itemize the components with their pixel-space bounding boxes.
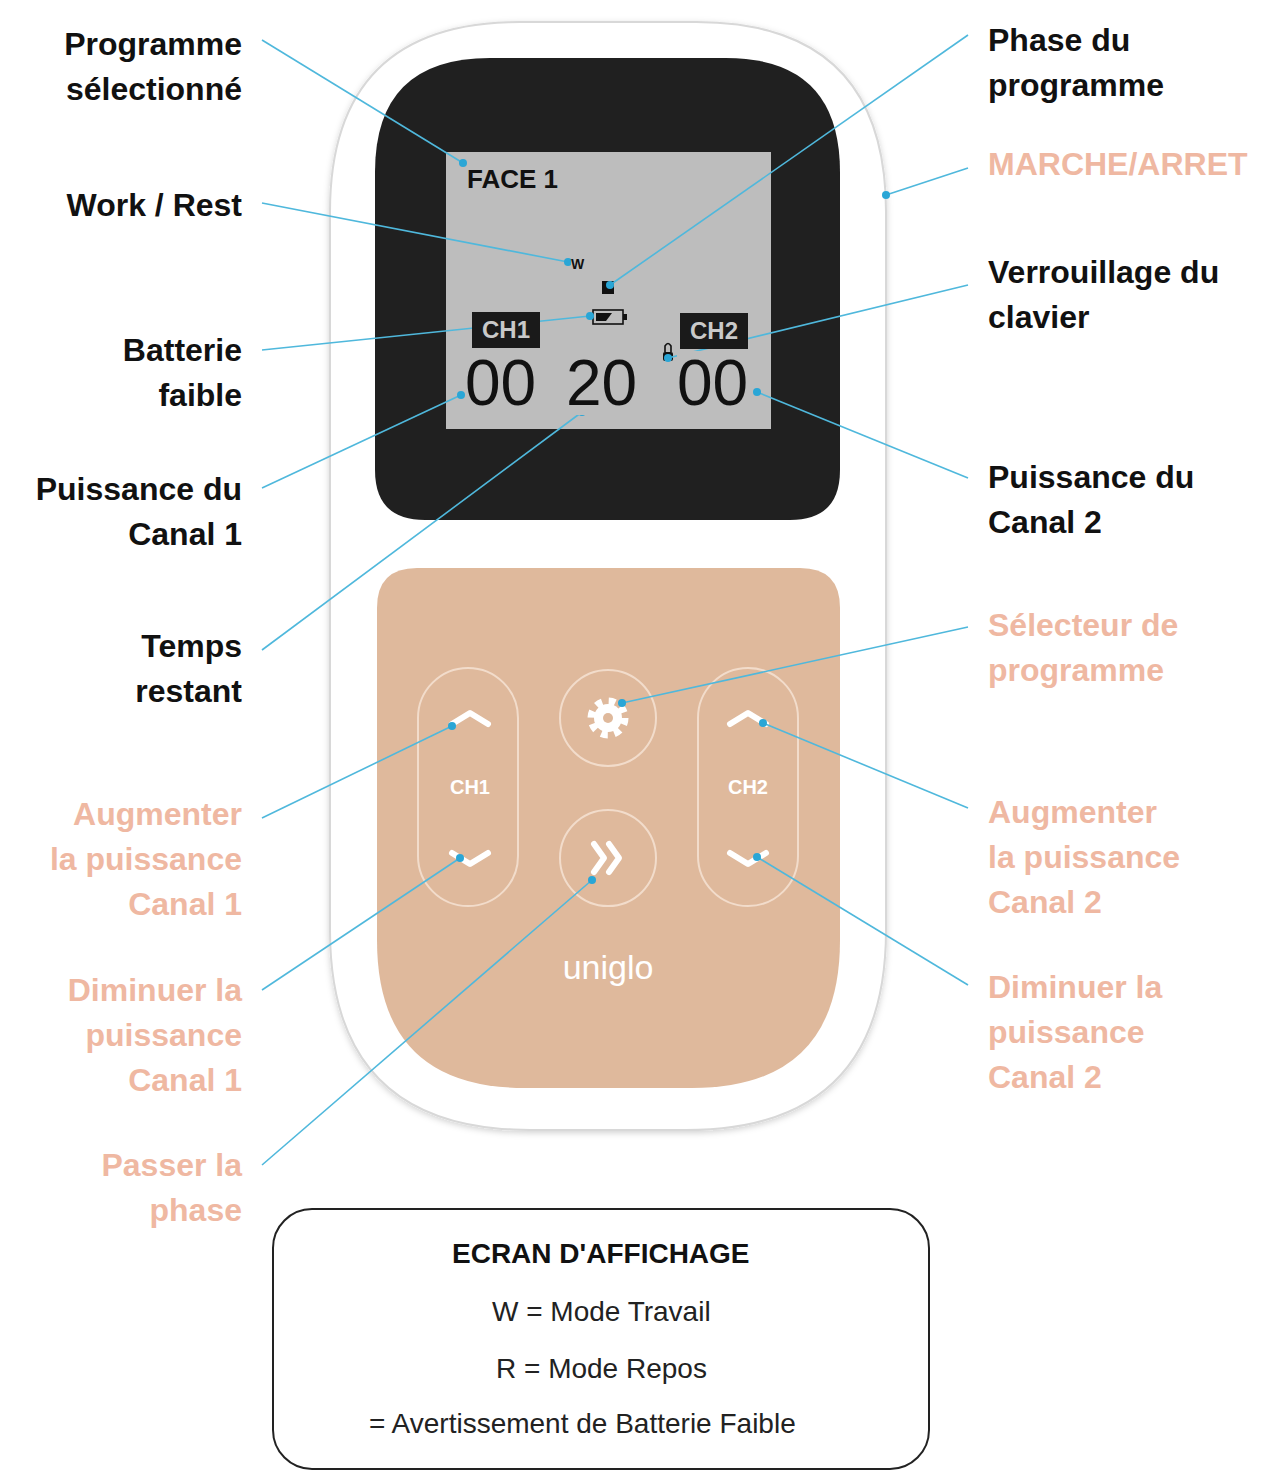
callout-label: Puissance du Canal 2 [988, 455, 1228, 545]
leader-dot [588, 876, 596, 884]
callout-label: Work / Rest [2, 183, 242, 228]
battery-body [593, 310, 623, 324]
leader-line [262, 40, 463, 163]
selector-button [560, 670, 656, 766]
leader-dot [606, 281, 614, 289]
time-value: 20 [566, 351, 646, 415]
button-caption: CH2 [708, 777, 788, 797]
legend-box: ECRAN D'AFFICHAGE W = Mode Travail R = Mod… [272, 1208, 930, 1470]
ch2-button-group [698, 668, 798, 906]
leader-line [757, 857, 968, 985]
ch1-up-arrow [452, 713, 488, 724]
channel-tag: CH1 [472, 312, 540, 348]
leader-line [886, 168, 968, 195]
callout-label: Augmenter la puissance Canal 1 [42, 792, 242, 926]
ch1-power-value: 00 [465, 351, 545, 415]
ch1-button-group [418, 668, 518, 906]
skip-button [560, 810, 656, 906]
leader-dot [753, 388, 761, 396]
leader-line [262, 726, 452, 818]
leader-line [262, 203, 568, 262]
leader-dot [759, 719, 767, 727]
gear-body [594, 704, 622, 732]
leader-line [262, 412, 582, 650]
device-housing [330, 22, 886, 1130]
callout-label: MARCHE/ARRET [988, 142, 1260, 187]
callout-label: Verrouillage du clavier [988, 250, 1236, 340]
screen-bezel [375, 58, 840, 520]
leader-dot [448, 722, 456, 730]
callout-label: Batterie faible [42, 328, 242, 418]
keypad-panel [377, 568, 840, 1088]
leader-dot [882, 191, 890, 199]
box-text: R = Mode Repos [496, 1355, 707, 1383]
leader-line [763, 723, 968, 808]
leader-line [610, 35, 968, 285]
callout-label: Sélecteur de programme [988, 603, 1228, 693]
lock-icon [663, 344, 673, 362]
leader-line [757, 392, 968, 478]
ch2-down-arrow [730, 853, 766, 864]
leader-line [262, 316, 590, 350]
leader-dot [459, 159, 467, 167]
leader-dots [448, 159, 890, 884]
leader-line [262, 858, 460, 990]
box-text: = Avertissement de Batterie Faible [369, 1410, 796, 1438]
battery-fill [596, 313, 612, 321]
callout-label: Diminuer la puissance Canal 1 [2, 968, 242, 1102]
ch1-down-arrow [452, 853, 488, 864]
leader-line [262, 880, 592, 1165]
leader-lines [262, 35, 968, 1165]
brand-logo: uniglo [528, 950, 688, 984]
callout-label: Passer la phase [22, 1143, 242, 1233]
callout-label: Diminuer la puissance Canal 2 [988, 965, 1228, 1099]
leader-dot [586, 312, 594, 320]
gear-teeth [592, 702, 624, 734]
leader-line [262, 395, 461, 488]
callout-label: Temps restant [42, 624, 242, 714]
gear-hole [603, 713, 613, 723]
battery-icon [593, 310, 627, 324]
callout-label: Phase du programme [988, 18, 1228, 108]
skip-chevrons [594, 844, 619, 872]
leader-line [668, 285, 968, 358]
box-title: CH2 [690, 319, 738, 343]
phase-indicator [602, 281, 614, 294]
lock-shackle [665, 344, 671, 353]
ch2-power-value: 00 [677, 351, 753, 415]
box-text: W = Mode Travail [492, 1298, 711, 1326]
leader-dot [664, 354, 672, 362]
box-title: CH1 [482, 318, 530, 342]
leader-line [622, 627, 968, 703]
leader-dot [618, 699, 626, 707]
box-title: ECRAN D'AFFICHAGE [452, 1240, 750, 1268]
leader-dot [457, 391, 465, 399]
battery-tip [623, 314, 627, 320]
callout-label: Puissance du Canal 1 [2, 467, 242, 557]
lcd-screen [446, 152, 771, 429]
callout-label: Programme sélectionné [2, 22, 242, 112]
program-name: FACE 1 [467, 166, 587, 192]
work-rest-indicator: W [571, 257, 585, 271]
button-caption: CH1 [430, 777, 510, 797]
lock-body [663, 352, 673, 361]
leader-dot [753, 853, 761, 861]
leader-dot [456, 854, 464, 862]
channel-tag: CH2 [680, 313, 748, 349]
callout-label: Augmenter la puissance Canal 2 [988, 790, 1188, 924]
